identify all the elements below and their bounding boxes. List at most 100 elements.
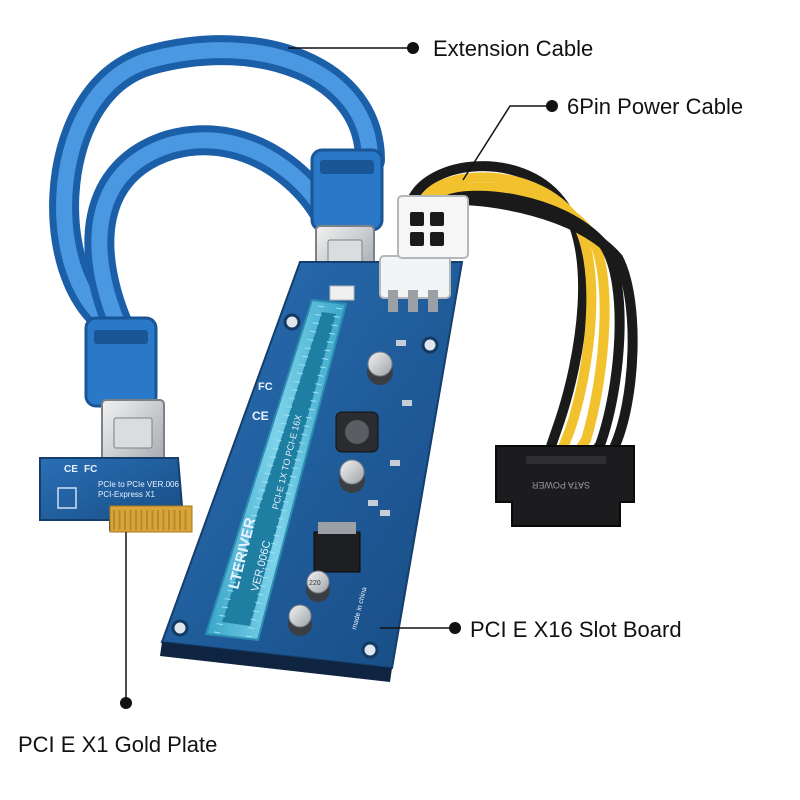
slot-pin: [317, 374, 324, 377]
gold-plate: [109, 505, 193, 533]
slot-pin: [264, 472, 271, 475]
slot-pin: [309, 330, 317, 333]
slot-pin: [294, 458, 301, 461]
slot-pin: [232, 572, 239, 575]
callout-dot-power: [546, 100, 558, 112]
slot-pin: [303, 425, 310, 428]
slot-pin: [296, 372, 303, 375]
slot-pin: [229, 581, 237, 584]
slot-pin: [285, 405, 293, 408]
slot-pin: [272, 447, 279, 450]
slot-pin: [310, 400, 317, 403]
board-ce-mark: CE: [252, 409, 269, 423]
power-cable-label: 6Pin Power Cable: [567, 94, 744, 119]
slot-pin: [248, 522, 255, 525]
board-fc-mark: FC: [258, 381, 273, 393]
slot-pin: [315, 383, 322, 386]
slot-pin: [213, 631, 221, 634]
mount-hole: [283, 313, 301, 331]
slot-pin: [245, 531, 253, 534]
6pin-plug: [397, 195, 469, 259]
slot-pin: [216, 623, 223, 626]
slot-pin: [319, 366, 326, 369]
slot-pin: [221, 606, 229, 609]
slot-pin: [304, 347, 311, 350]
slot-pin: [328, 332, 336, 335]
slot-pin: [275, 439, 282, 442]
slot-pin: [335, 307, 343, 310]
slot-pin: [299, 364, 306, 367]
callout-lines: [125, 47, 552, 703]
slot-pin: [269, 455, 277, 458]
slot-pin: [280, 422, 287, 425]
extension-cable-label: Extension Cable: [433, 36, 594, 61]
slot-pin: [248, 627, 255, 630]
adapter-fc-mark: FC: [84, 464, 97, 475]
slot-pin: [275, 526, 283, 529]
slot-pin: [259, 489, 266, 492]
x16-slot: [204, 298, 348, 642]
board-6pin-connector: [379, 255, 451, 312]
slot-pin: [250, 618, 257, 621]
slot-pin: [289, 475, 296, 478]
slot-pin: [245, 635, 253, 638]
slot-pin: [219, 614, 226, 617]
mount-hole: [361, 641, 379, 659]
slot-pin: [257, 593, 264, 596]
regulator-chip: [313, 522, 361, 573]
capacitor-bottom-2: [288, 604, 312, 636]
callout-dots: [120, 42, 558, 709]
adapter-line1: PCIe to PCIe VER.006: [98, 480, 179, 489]
slot-pin: [261, 481, 269, 484]
recycle-icon: [57, 487, 77, 509]
slot-pin: [282, 500, 290, 503]
slot-pin: [305, 416, 313, 419]
slot-pin: [326, 341, 333, 344]
callout-dot-slot: [449, 622, 461, 634]
slot-pin: [331, 324, 338, 327]
slot-pin: [224, 598, 231, 601]
slot-pin: [253, 506, 261, 509]
slot-pin: [266, 559, 273, 562]
slot-pin: [273, 534, 280, 537]
callout-line-power: [462, 105, 552, 181]
slot-pin: [262, 576, 269, 579]
capacitor-bottom-1: 220: [306, 570, 330, 602]
slot-pin: [322, 357, 329, 360]
slot-pin: [307, 338, 314, 341]
capacitor-top: [367, 351, 393, 385]
slot-pin: [256, 497, 263, 500]
inductor: [335, 411, 379, 453]
slot-pin: [292, 467, 299, 470]
slot-pin: [277, 430, 285, 433]
slot-pin: [235, 564, 242, 567]
slot-pin: [298, 442, 306, 445]
callout-dot-gold: [120, 697, 132, 709]
slot-pin: [271, 542, 278, 545]
slot-pin: [293, 380, 301, 383]
callout-dot-extension: [407, 42, 419, 54]
slot-pin: [287, 484, 294, 487]
slot-pin: [237, 556, 245, 559]
sata-label: SATA POWER: [531, 480, 590, 490]
usb-connector-adapter: [84, 316, 165, 477]
slot-pin: [288, 397, 295, 400]
slot-pin: [308, 408, 315, 411]
slot-board-label: PCI E X16 Slot Board: [470, 617, 682, 642]
slot-pin: [296, 450, 303, 453]
slot-pin: [315, 313, 322, 316]
slot-pin: [283, 414, 290, 417]
slot-pin: [251, 514, 258, 517]
small-components: [368, 340, 412, 516]
pcie-x1-adapter: PCIe to PCIe VER.006 PCI-Express X1 FC C…: [39, 457, 193, 533]
slot-pin: [259, 585, 266, 588]
slot-pin: [301, 433, 308, 436]
capacitor-mid: [339, 459, 365, 493]
slot-pin: [278, 517, 285, 520]
sata-power-connector: SATA POWER: [495, 445, 635, 527]
gold-plate-label: PCI E X1 Gold Plate: [18, 732, 218, 757]
slot-pin: [333, 315, 340, 318]
pcie-x16-riser-board: LTERIVER VER.006C PCI-E 1X TO PCI-E 16X …: [160, 255, 464, 682]
capacitor-value: 220: [309, 580, 321, 587]
adapter-line2: PCI-Express X1: [98, 490, 155, 499]
